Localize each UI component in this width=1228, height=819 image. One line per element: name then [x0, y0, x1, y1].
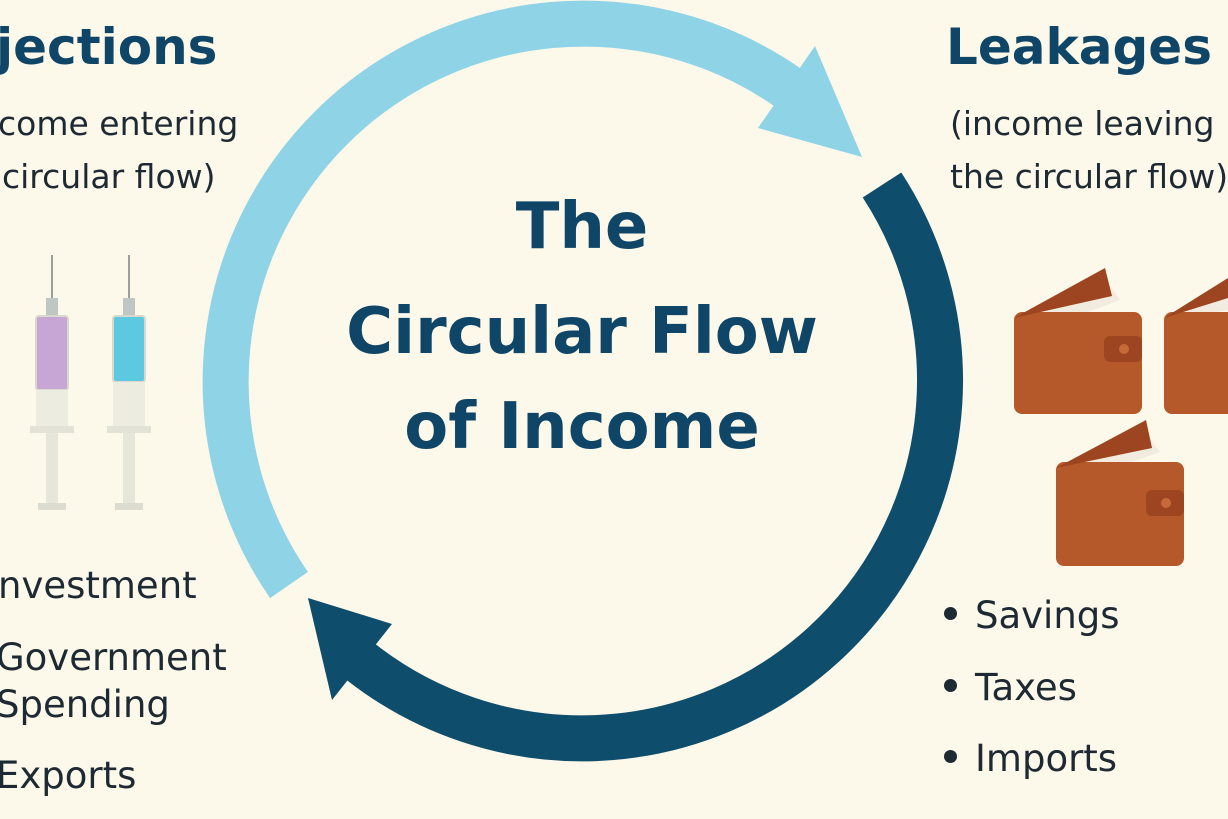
wallet-icon [1164, 278, 1228, 414]
injection-flow-arrow [202, 0, 801, 599]
leakage-item: Taxes [944, 666, 1077, 709]
leakage-flow-arrow [346, 172, 963, 762]
injection-item: Government [0, 636, 227, 679]
title-line-3: of Income [404, 390, 760, 464]
bullet-icon [944, 679, 957, 692]
leakage-label: Taxes [975, 666, 1077, 709]
injections-heading: jections [0, 18, 218, 76]
injection-item: Exports [0, 754, 137, 797]
injections-subtitle-1: come entering [0, 104, 239, 143]
bullet-icon [944, 607, 957, 620]
injection-arrowhead [758, 46, 862, 157]
injection-item: nvestment [0, 564, 197, 607]
leakages-heading: Leakages [946, 18, 1212, 76]
title-line-1: The [515, 190, 649, 264]
bullet-icon [944, 750, 957, 763]
leakage-item: Imports [944, 737, 1117, 780]
injections-subtitle-2: circular flow) [2, 157, 216, 196]
wallet-icon [1056, 420, 1184, 566]
leakage-arrowhead [308, 598, 392, 700]
syringe-icon [30, 255, 74, 510]
leakage-label: Savings [975, 594, 1120, 637]
leakages-subtitle-2: the circular flow) [950, 157, 1228, 196]
leakage-item: Savings [944, 594, 1120, 637]
syringe-icon [107, 255, 151, 510]
wallet-icon [1014, 268, 1142, 414]
injection-item: Spending [0, 683, 170, 726]
leakages-subtitle-1: (income leaving [950, 104, 1215, 143]
leakage-label: Imports [975, 737, 1118, 780]
title-line-2: Circular Flow [346, 295, 818, 369]
